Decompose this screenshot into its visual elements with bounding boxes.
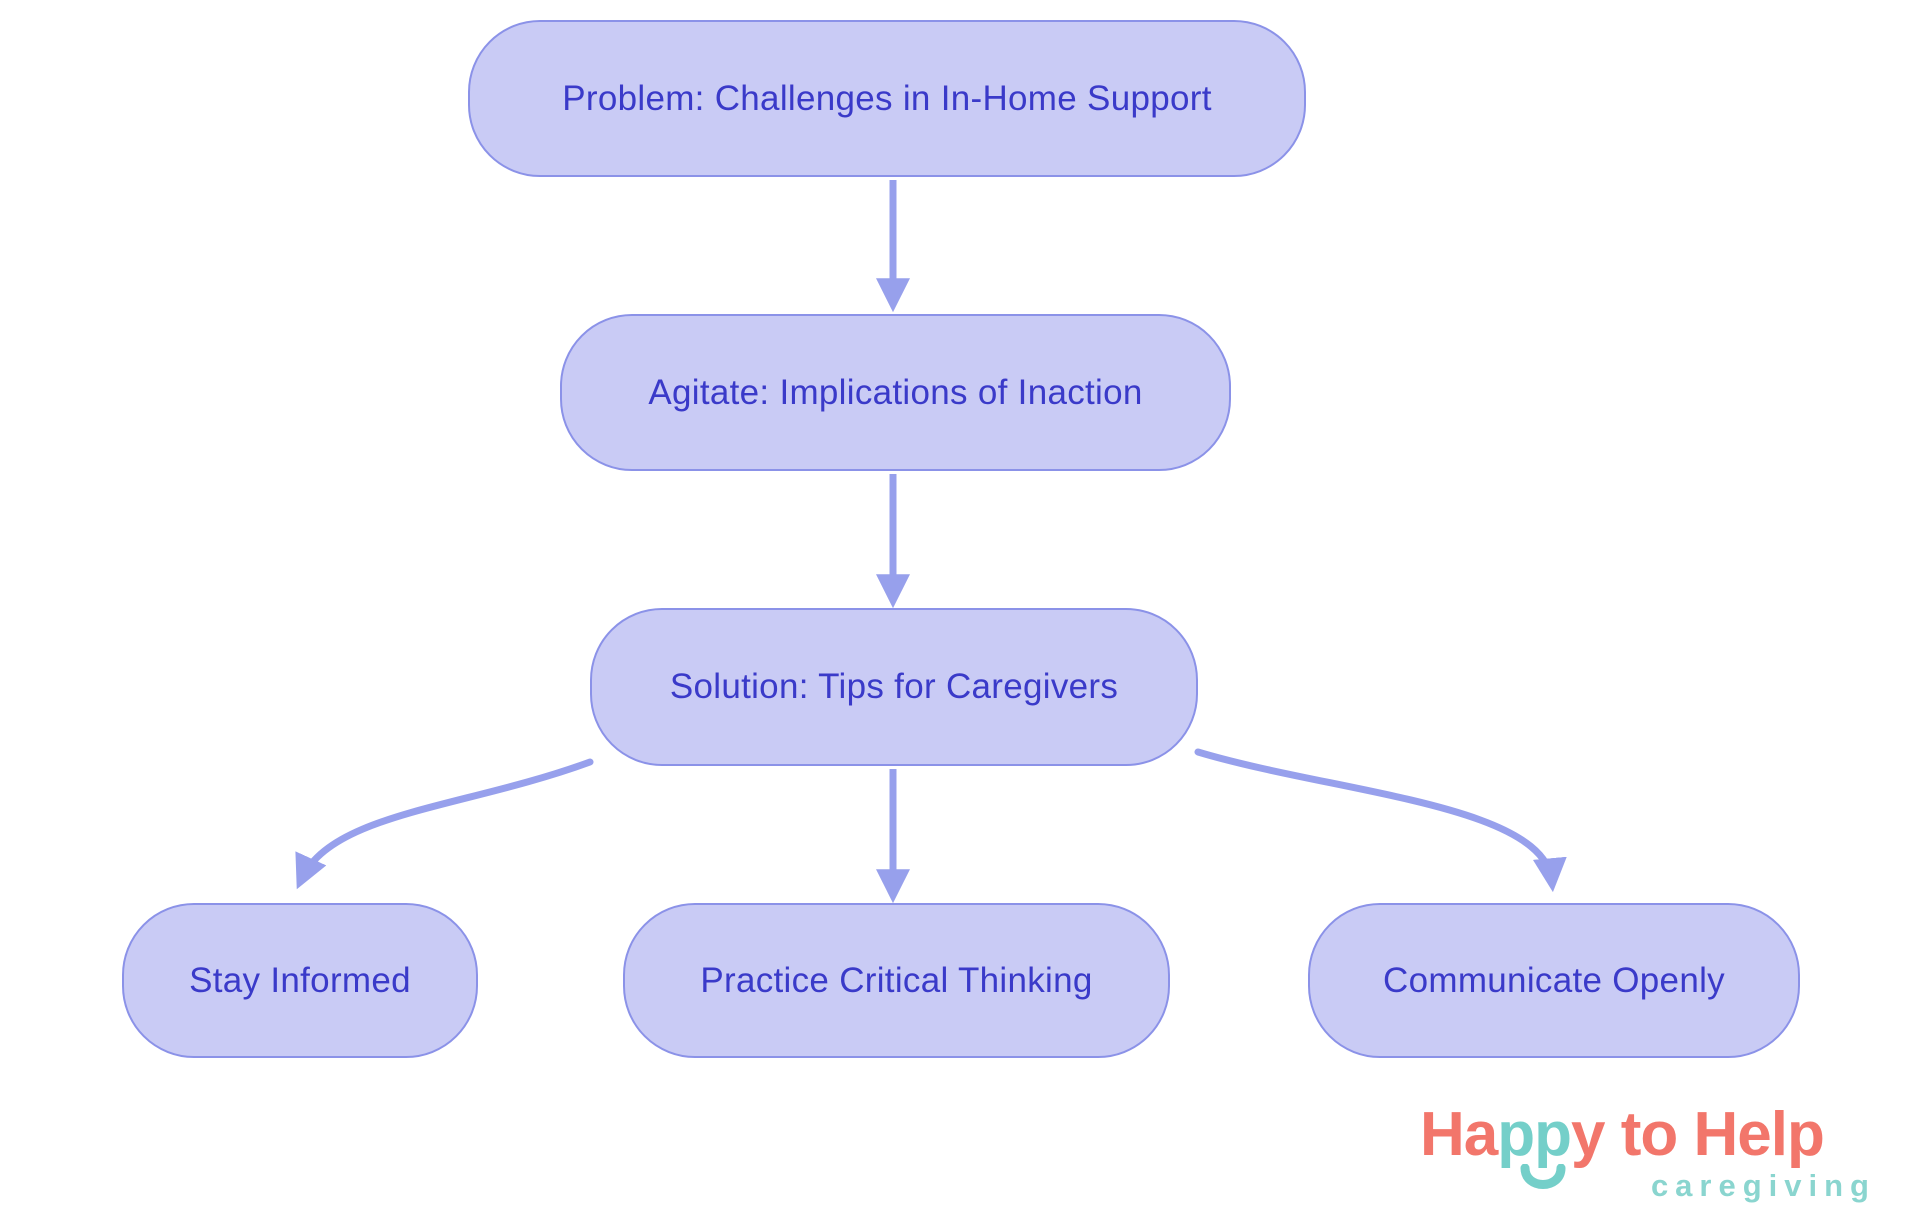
- node-stay-informed-label: Stay Informed: [189, 960, 411, 1000]
- node-stay-informed: Stay Informed: [122, 903, 478, 1058]
- node-agitate: Agitate: Implications of Inaction: [560, 314, 1231, 471]
- logo-smile-icon: [1520, 1164, 1566, 1189]
- edge-solution-to-stay-informed-arrow: [295, 758, 594, 890]
- node-agitate-label: Agitate: Implications of Inaction: [648, 372, 1143, 412]
- logo-title-part-3: y to Help: [1571, 1100, 1825, 1169]
- node-problem-label: Problem: Challenges in In-Home Support: [562, 78, 1212, 118]
- logo-title: Happy to Help: [1420, 1104, 1825, 1166]
- node-problem: Problem: Challenges in In-Home Support: [468, 20, 1306, 177]
- node-communicate-openly: Communicate Openly: [1308, 903, 1800, 1058]
- happy-to-help-logo: Happy to Help caregiving: [1420, 1104, 1890, 1209]
- logo-title-part-2: pp: [1497, 1100, 1572, 1169]
- node-solution: Solution: Tips for Caregivers: [590, 608, 1198, 766]
- logo-subtitle: caregiving: [1650, 1168, 1876, 1203]
- node-practice-critical-thinking-label: Practice Critical Thinking: [700, 960, 1093, 1000]
- node-practice-critical-thinking: Practice Critical Thinking: [623, 903, 1170, 1058]
- edge-solution-to-communicate-arrow: [1194, 748, 1567, 893]
- logo-title-part-1: Ha: [1420, 1100, 1498, 1169]
- node-solution-label: Solution: Tips for Caregivers: [669, 667, 1119, 706]
- node-communicate-openly-label: Communicate Openly: [1383, 960, 1725, 1000]
